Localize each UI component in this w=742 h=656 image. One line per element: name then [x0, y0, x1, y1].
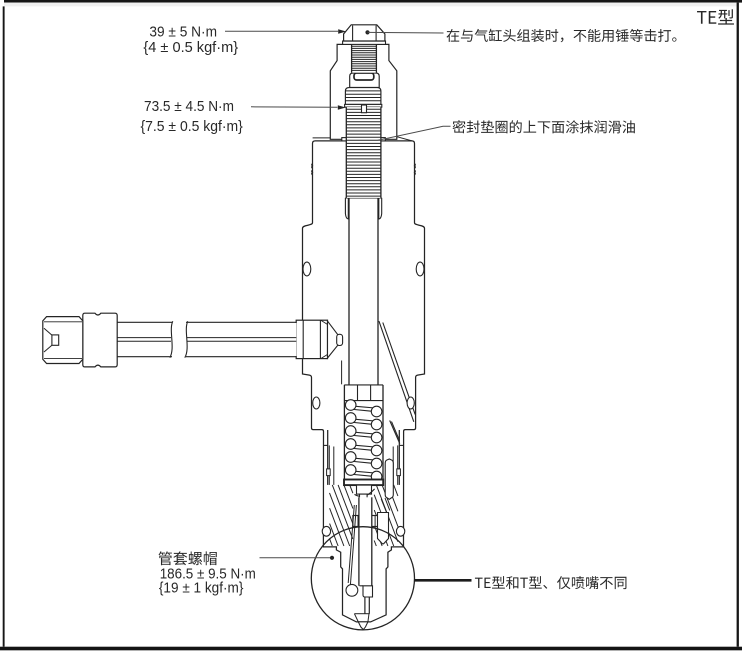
- svg-text:{19 ± 1 kgf·m}: {19 ± 1 kgf·m}: [159, 581, 244, 597]
- svg-text:186.5 ± 9.5 N·m: 186.5 ± 9.5 N·m: [160, 566, 256, 582]
- svg-text:{4 ± 0.5 kgf·m}: {4 ± 0.5 kgf·m}: [143, 40, 238, 56]
- svg-text:39 ± 5 N·m: 39 ± 5 N·m: [149, 24, 217, 40]
- svg-text:73.5 ± 4.5 N·m: 73.5 ± 4.5 N·m: [144, 99, 234, 115]
- svg-text:{7.5 ± 0.5 kgf·m}: {7.5 ± 0.5 kgf·m}: [141, 119, 243, 135]
